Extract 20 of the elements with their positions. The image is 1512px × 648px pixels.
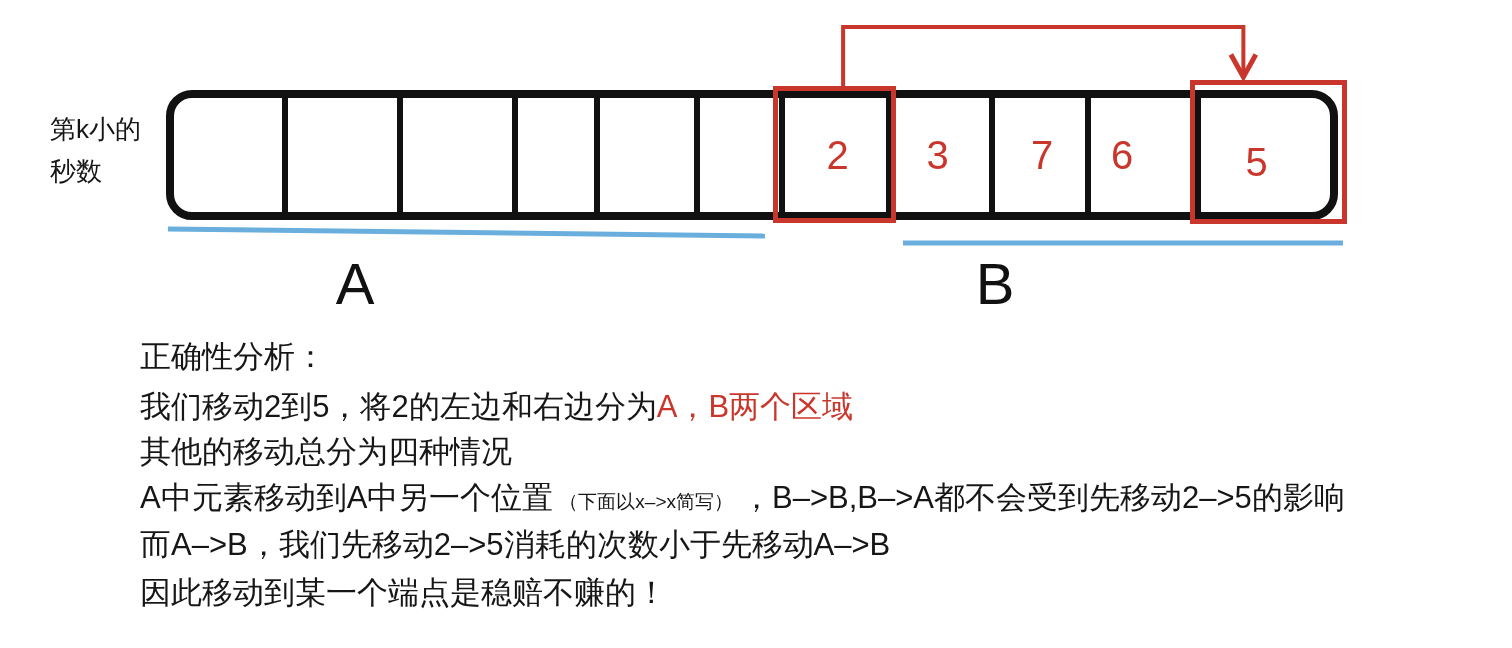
row-label: 第k小的秒数 <box>50 113 142 188</box>
cell-value: 6 <box>1110 132 1134 178</box>
analysis-text: 正确性分析： <box>140 338 326 376</box>
cell-value: 7 <box>1030 132 1054 178</box>
analysis-text: ，B–>B,B–>A都不会受到先移动2–>5的影响 <box>741 479 1345 517</box>
analysis-text: 因此移动到某一个端点是稳赔不赚的！ <box>140 574 667 612</box>
analysis-text: 其他的移动总分为四种情况 <box>140 433 512 471</box>
move-arrow <box>841 25 1259 86</box>
cell-value: 5 <box>1245 139 1268 185</box>
analysis-text: 而A–>B，我们先移动2–>5消耗的次数小于先移动A–>B <box>140 526 891 564</box>
highlighted-text: A，B两个区域 <box>656 388 854 426</box>
highlighted-cell <box>773 86 896 223</box>
cell-value: 3 <box>926 132 949 178</box>
note-text: （下面以x–>x简写） <box>559 490 734 514</box>
cell-value: 2 <box>826 131 849 178</box>
analysis-text: A中元素移动到A中另一个位置 <box>140 479 554 517</box>
highlighted-cell <box>1190 80 1347 224</box>
range-label: B <box>975 252 1015 316</box>
range-label: A <box>335 252 375 316</box>
analysis-text: 我们移动2到5，将2的左边和右边分为 <box>140 388 657 426</box>
